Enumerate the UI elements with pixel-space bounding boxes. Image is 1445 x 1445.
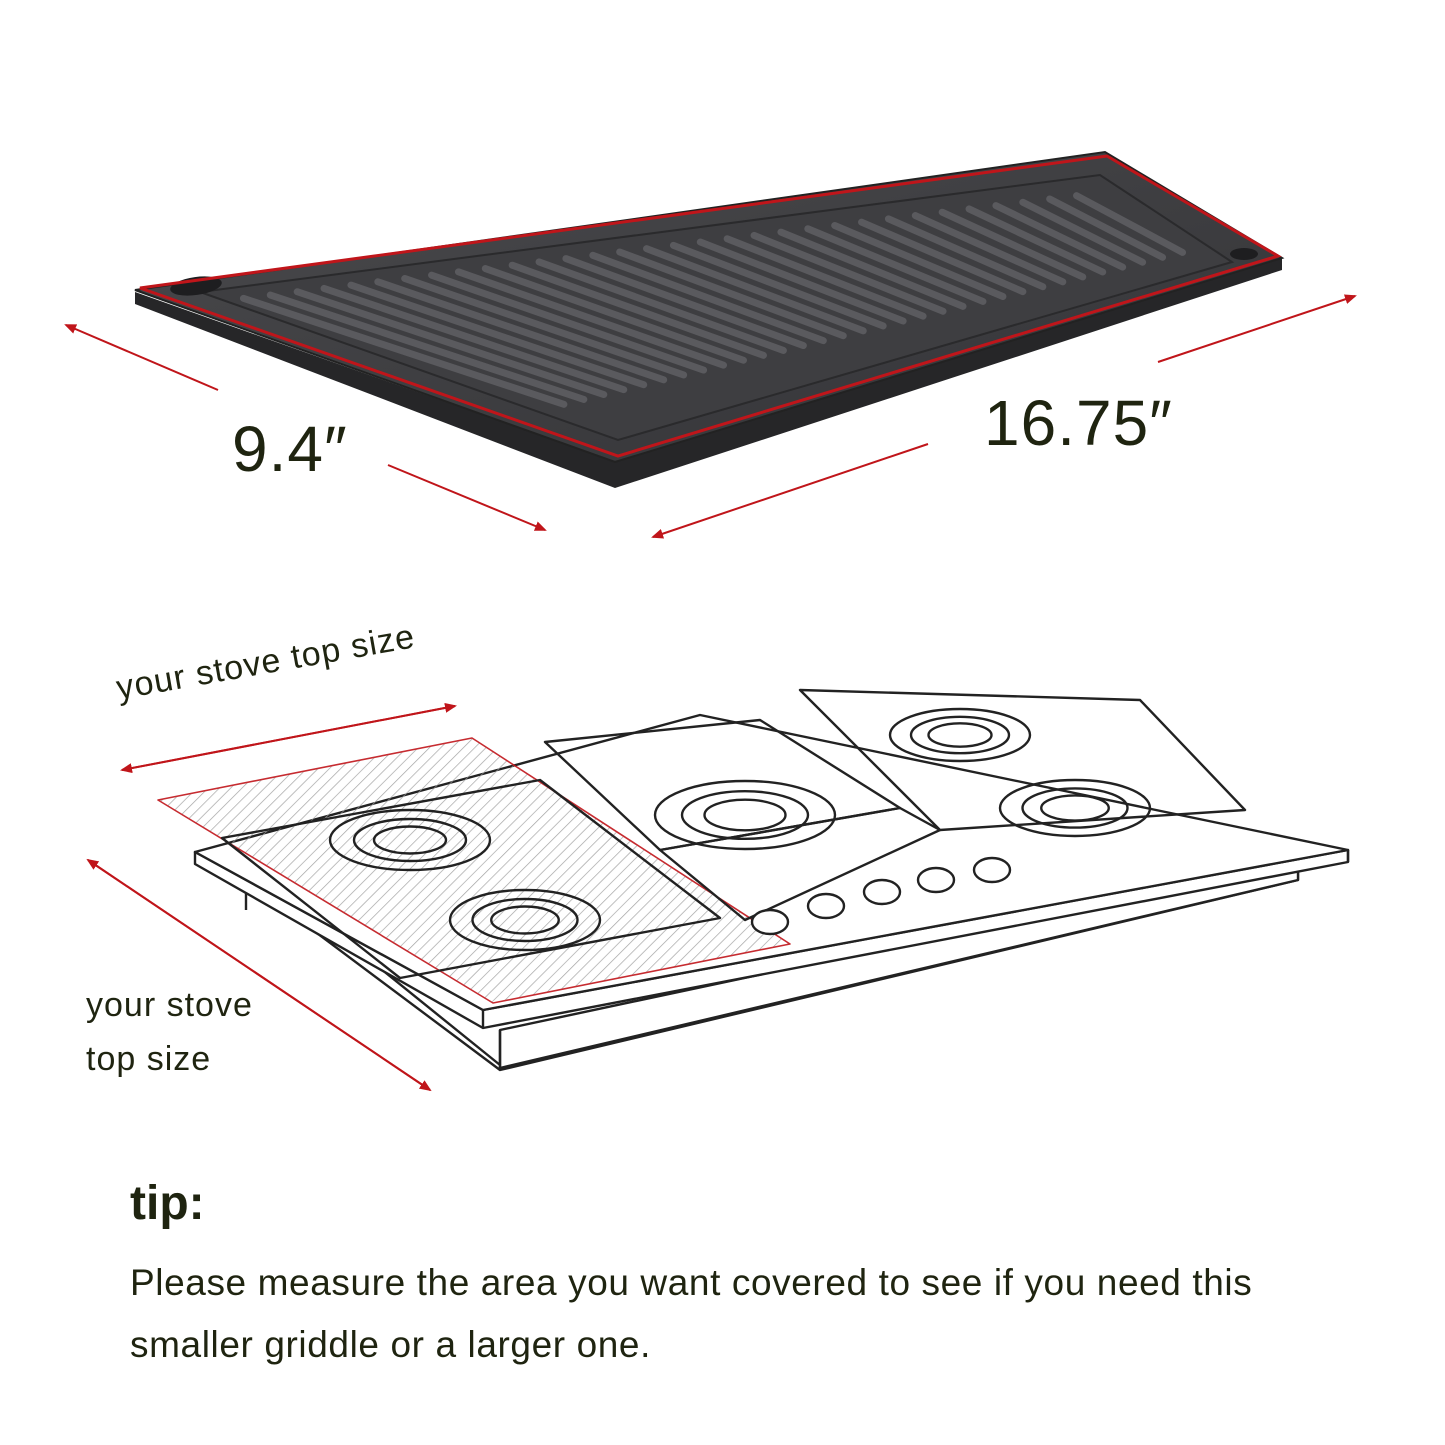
- griddle-rib: [1073, 192, 1187, 256]
- burner-ring: [653, 779, 837, 851]
- burner-ring: [1040, 794, 1110, 822]
- griddle-rib: [454, 268, 728, 369]
- griddle-rib: [884, 215, 1047, 291]
- burner-ring: [328, 808, 492, 872]
- griddle-width-arrow-upper: [64, 324, 219, 391]
- tip-text: Please measure the area you want covered…: [130, 1262, 1253, 1365]
- burner-ring: [1021, 787, 1129, 829]
- burner-ring: [680, 790, 810, 841]
- stove-knob: [972, 856, 1012, 884]
- griddle-rib: [239, 294, 568, 408]
- griddle-rib: [777, 228, 967, 310]
- griddle-rib: [643, 245, 867, 335]
- griddle-rib: [858, 218, 1027, 296]
- griddle-rib: [1046, 195, 1167, 261]
- burner-ring: [998, 778, 1152, 838]
- burner-ring: [352, 817, 468, 863]
- griddle-rib: [723, 235, 927, 320]
- right-handle-hole: [1230, 248, 1258, 260]
- griddle-plate: [134, 150, 1285, 488]
- stove-top: [157, 688, 1350, 1072]
- griddle-rib: [293, 288, 608, 399]
- griddle-rib: [669, 241, 887, 330]
- griddle-width-label: 9.4″: [232, 413, 348, 485]
- griddle-length-arrow-left: [651, 443, 929, 539]
- griddle-rib: [911, 212, 1067, 286]
- stove-depth-label-line1: your stove: [86, 986, 253, 1024]
- griddle-rib: [562, 255, 807, 350]
- griddle-rib: [804, 225, 987, 305]
- burner-ring: [703, 798, 787, 832]
- burner-ring: [909, 715, 1011, 755]
- griddle-rib: [616, 248, 847, 340]
- griddle-rib: [508, 261, 767, 359]
- griddle-rib: [428, 271, 708, 374]
- griddle-ribs: [239, 192, 1187, 408]
- stove-knob: [806, 892, 846, 920]
- burner-grate: [798, 688, 1247, 832]
- stove-knob: [750, 908, 790, 936]
- griddle-rib: [401, 274, 688, 379]
- stove-width-arrow-back: [120, 705, 456, 774]
- tip-title: tip:: [130, 1177, 205, 1230]
- griddle-length-arrow-right: [1157, 294, 1357, 363]
- griddle-rib: [266, 291, 588, 403]
- griddle-rib: [696, 238, 907, 325]
- burner-ring: [888, 707, 1032, 763]
- stove-depth-label: your stove top size: [86, 978, 253, 1086]
- griddle-rib: [992, 202, 1127, 271]
- stove-knob: [862, 878, 902, 906]
- griddle-rib: [750, 231, 947, 315]
- griddle-length-label: 16.75″: [984, 387, 1173, 459]
- stove-knob: [916, 866, 956, 894]
- griddle-rib: [589, 251, 827, 345]
- griddle-rib: [374, 278, 668, 384]
- burner-ring: [372, 825, 448, 855]
- griddle-rib: [831, 221, 1007, 301]
- burner-grate: [220, 778, 722, 980]
- griddle-rib: [938, 208, 1087, 281]
- burner-ring: [448, 888, 602, 952]
- griddle-footprint-area: [157, 737, 791, 1004]
- griddle-rib: [1019, 198, 1147, 266]
- griddle-rib: [965, 205, 1107, 276]
- griddle-rib: [481, 265, 747, 364]
- griddle-rib: [320, 284, 628, 394]
- griddle-rib: [535, 258, 787, 354]
- burner-grate: [658, 806, 942, 922]
- griddle-rib: [347, 281, 648, 389]
- stove-depth-label-line2: top size: [86, 1040, 212, 1078]
- burner-ring: [927, 722, 993, 748]
- stove-depth-arrow-back: [86, 858, 431, 1091]
- burner-ring: [490, 905, 560, 935]
- burner-ring: [471, 897, 579, 943]
- griddle-width-arrow-lower: [387, 464, 547, 531]
